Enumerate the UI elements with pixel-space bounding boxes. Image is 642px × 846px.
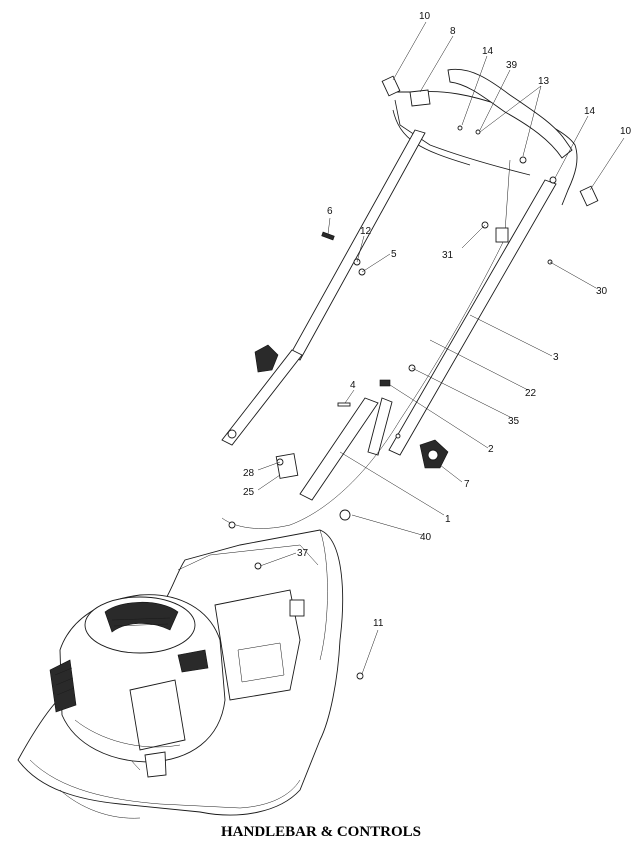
callout-label: 39 [506,60,518,71]
callout-label: 5 [391,249,397,260]
callout-label: 11 [373,618,384,629]
callout-label: 10 [620,126,632,137]
callout-label: 37 [297,548,309,559]
handlebar-assembly [221,68,599,680]
engine [49,594,226,778]
callout-label: 25 [243,487,255,498]
callout-label: 14 [584,106,596,117]
callout-label: 22 [525,388,537,399]
callout-label: 6 [327,206,333,217]
callout-label: 30 [596,286,608,297]
diagram-caption: HANDLEBAR & CONTROLS [220,824,422,840]
callout-label: 28 [243,468,255,479]
callout-label: 13 [538,76,550,87]
callout-label: 40 [420,532,432,543]
callout-label: 7 [464,479,470,490]
callout-label: 10 [419,11,431,22]
callout-label: 12 [360,226,372,237]
callout-label: 31 [442,250,454,261]
callout-label: 3 [553,352,559,363]
callout-label: 1 [445,514,451,525]
callout-label: 8 [450,26,456,37]
callouts: 10 8 14 39 13 14 10 6 12 5 31 30 3 22 4 … [243,11,632,629]
callout-label: 35 [508,416,520,427]
callout-label: 4 [350,380,356,391]
callout-label: 2 [488,444,494,455]
leader-lines [257,21,625,675]
callout-label: 14 [482,46,494,57]
